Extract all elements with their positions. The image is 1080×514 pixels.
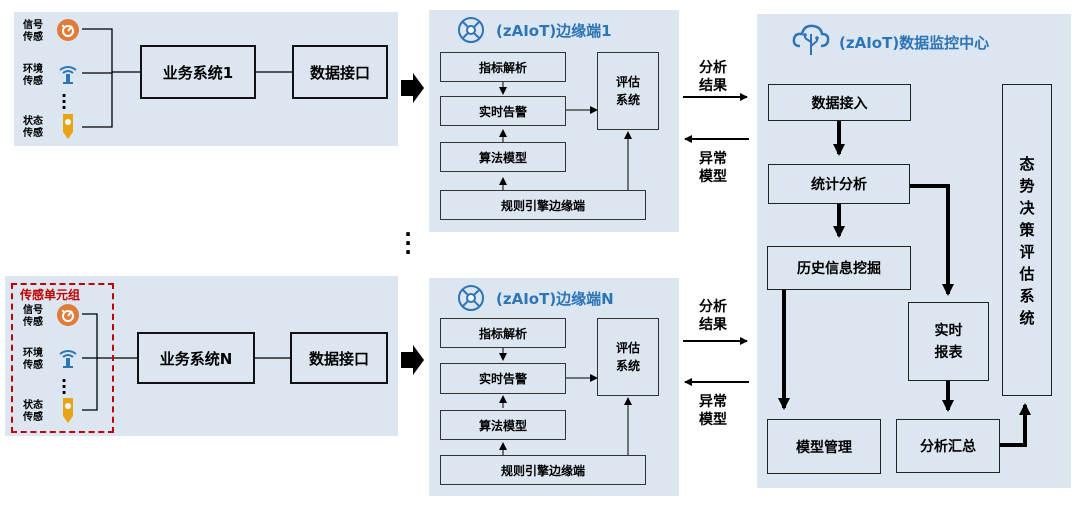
center-data-ingest: 数据接入: [768, 84, 911, 121]
ellipsis-n: ···: [60, 371, 68, 402]
signal-sensor-label-n: 信号传感: [23, 305, 43, 328]
center-statistics: 统计分析: [768, 164, 910, 204]
edge-n-rule-engine: 规则引擎边缘端: [440, 455, 646, 485]
env-sensor-label-n: 环境传感: [23, 348, 43, 371]
center-model-mgmt: 模型管理: [767, 419, 881, 474]
center-title: (zAIoT)数据监控中心: [839, 34, 990, 52]
flow-anomaly-label-n: 异常模型: [699, 394, 727, 428]
cloud-tree-icon: [792, 22, 830, 60]
center-realtime-report: 实时报表: [908, 302, 989, 381]
data-interface-n: 数据接口: [290, 332, 388, 384]
state-sensor-label-1: 状态传感: [23, 116, 43, 139]
edge-1-indicator-parse: 指标解析: [440, 52, 566, 82]
sensor-probe-icon: [60, 396, 76, 428]
env-sensor-label-1: 环境传感: [23, 64, 43, 87]
gauge-icon: [56, 18, 80, 46]
sensor-group-title: 传感单元组: [20, 288, 81, 302]
center-history-mining: 历史信息挖掘: [767, 246, 911, 290]
edge-n-realtime-alarm: 实时告警: [440, 363, 566, 394]
antenna-icon: [56, 62, 80, 90]
data-interface-1: 数据接口: [292, 45, 388, 99]
signal-sensor-label-1: 信号传感: [23, 20, 43, 43]
business-system-n: 业务系统N: [137, 332, 255, 384]
state-sensor-label-n: 状态传感: [23, 400, 43, 423]
flow-anomaly-label-1: 异常模型: [699, 151, 727, 185]
center-decision-eval-system: [1002, 84, 1052, 396]
antenna-icon: [56, 346, 80, 374]
edge-1-algorithm-model: 算法模型: [440, 142, 566, 172]
ellipsis-1: ···: [60, 86, 68, 117]
edge-n-indicator-parse: 指标解析: [440, 318, 566, 348]
edge-1-rule-engine: 规则引擎边缘端: [440, 190, 646, 220]
groups-ellipsis: ···: [404, 222, 412, 264]
decision-eval-system-label: 态 势 决 策 评 估 系 统: [1019, 155, 1035, 327]
edge-n-title: (zAIoT)边缘端N: [496, 290, 614, 308]
network-node-icon: [457, 16, 485, 48]
center-analysis-summary: 分析汇总: [896, 419, 1000, 473]
gauge-icon: [56, 303, 80, 331]
sensor-group-border: [11, 283, 114, 433]
network-node-icon: [457, 284, 485, 316]
flow-result-label-1: 分析结果: [699, 60, 727, 94]
edge-1-eval-system: 评估系统: [597, 52, 659, 130]
sensor-probe-icon: [60, 112, 76, 144]
edge-n-algorithm-model: 算法模型: [440, 410, 566, 440]
flow-result-label-n: 分析结果: [699, 299, 727, 333]
business-system-1: 业务系统1: [140, 45, 256, 99]
edge-1-realtime-alarm: 实时告警: [440, 96, 566, 126]
edge-1-title: (zAIoT)边缘端1: [496, 22, 612, 40]
edge-n-eval-system: 评估系统: [597, 318, 659, 396]
